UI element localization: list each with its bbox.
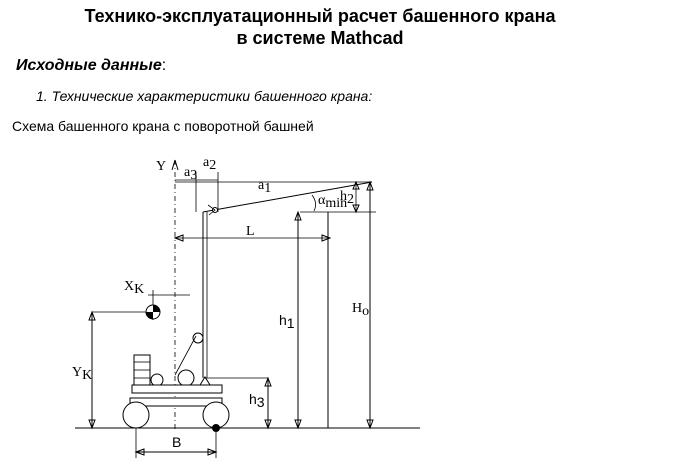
label-h1: h1 [279, 312, 295, 331]
axis-y-arrow [171, 159, 176, 171]
platform [131, 384, 223, 394]
label-xk: XK [124, 279, 144, 297]
label-a2: a2 [203, 155, 216, 173]
label-l: L [246, 224, 255, 239]
label-h2: h2 [340, 189, 354, 207]
label-alpha-min: αmin [318, 193, 347, 211]
label-h3: h3 [249, 391, 265, 410]
title-line-1: Технико-эксплуатационный расчет башенног… [84, 6, 556, 26]
label-a3: a3 [184, 165, 197, 183]
initial-data-heading-text: Исходные данные [16, 57, 162, 74]
scheme-caption: Схема башенного крана с поворотной башне… [12, 118, 314, 134]
winch [192, 332, 204, 344]
title-line-2: в системе Mathcad [236, 28, 404, 48]
section-item-1: 1. Технические характеристики башенного … [36, 88, 373, 104]
page-title: Технико-эксплуатационный расчет башенног… [0, 5, 640, 49]
label-ho: Ho [352, 301, 369, 319]
initial-data-heading: Исходные данные: [16, 57, 166, 75]
wheel-left [122, 401, 150, 429]
jib [202, 181, 373, 213]
label-y: Y [156, 159, 166, 174]
initial-data-colon: : [161, 57, 167, 74]
label-yk: YK [72, 365, 92, 383]
label-b: B [172, 434, 181, 450]
label-a1: a1 [258, 178, 271, 196]
